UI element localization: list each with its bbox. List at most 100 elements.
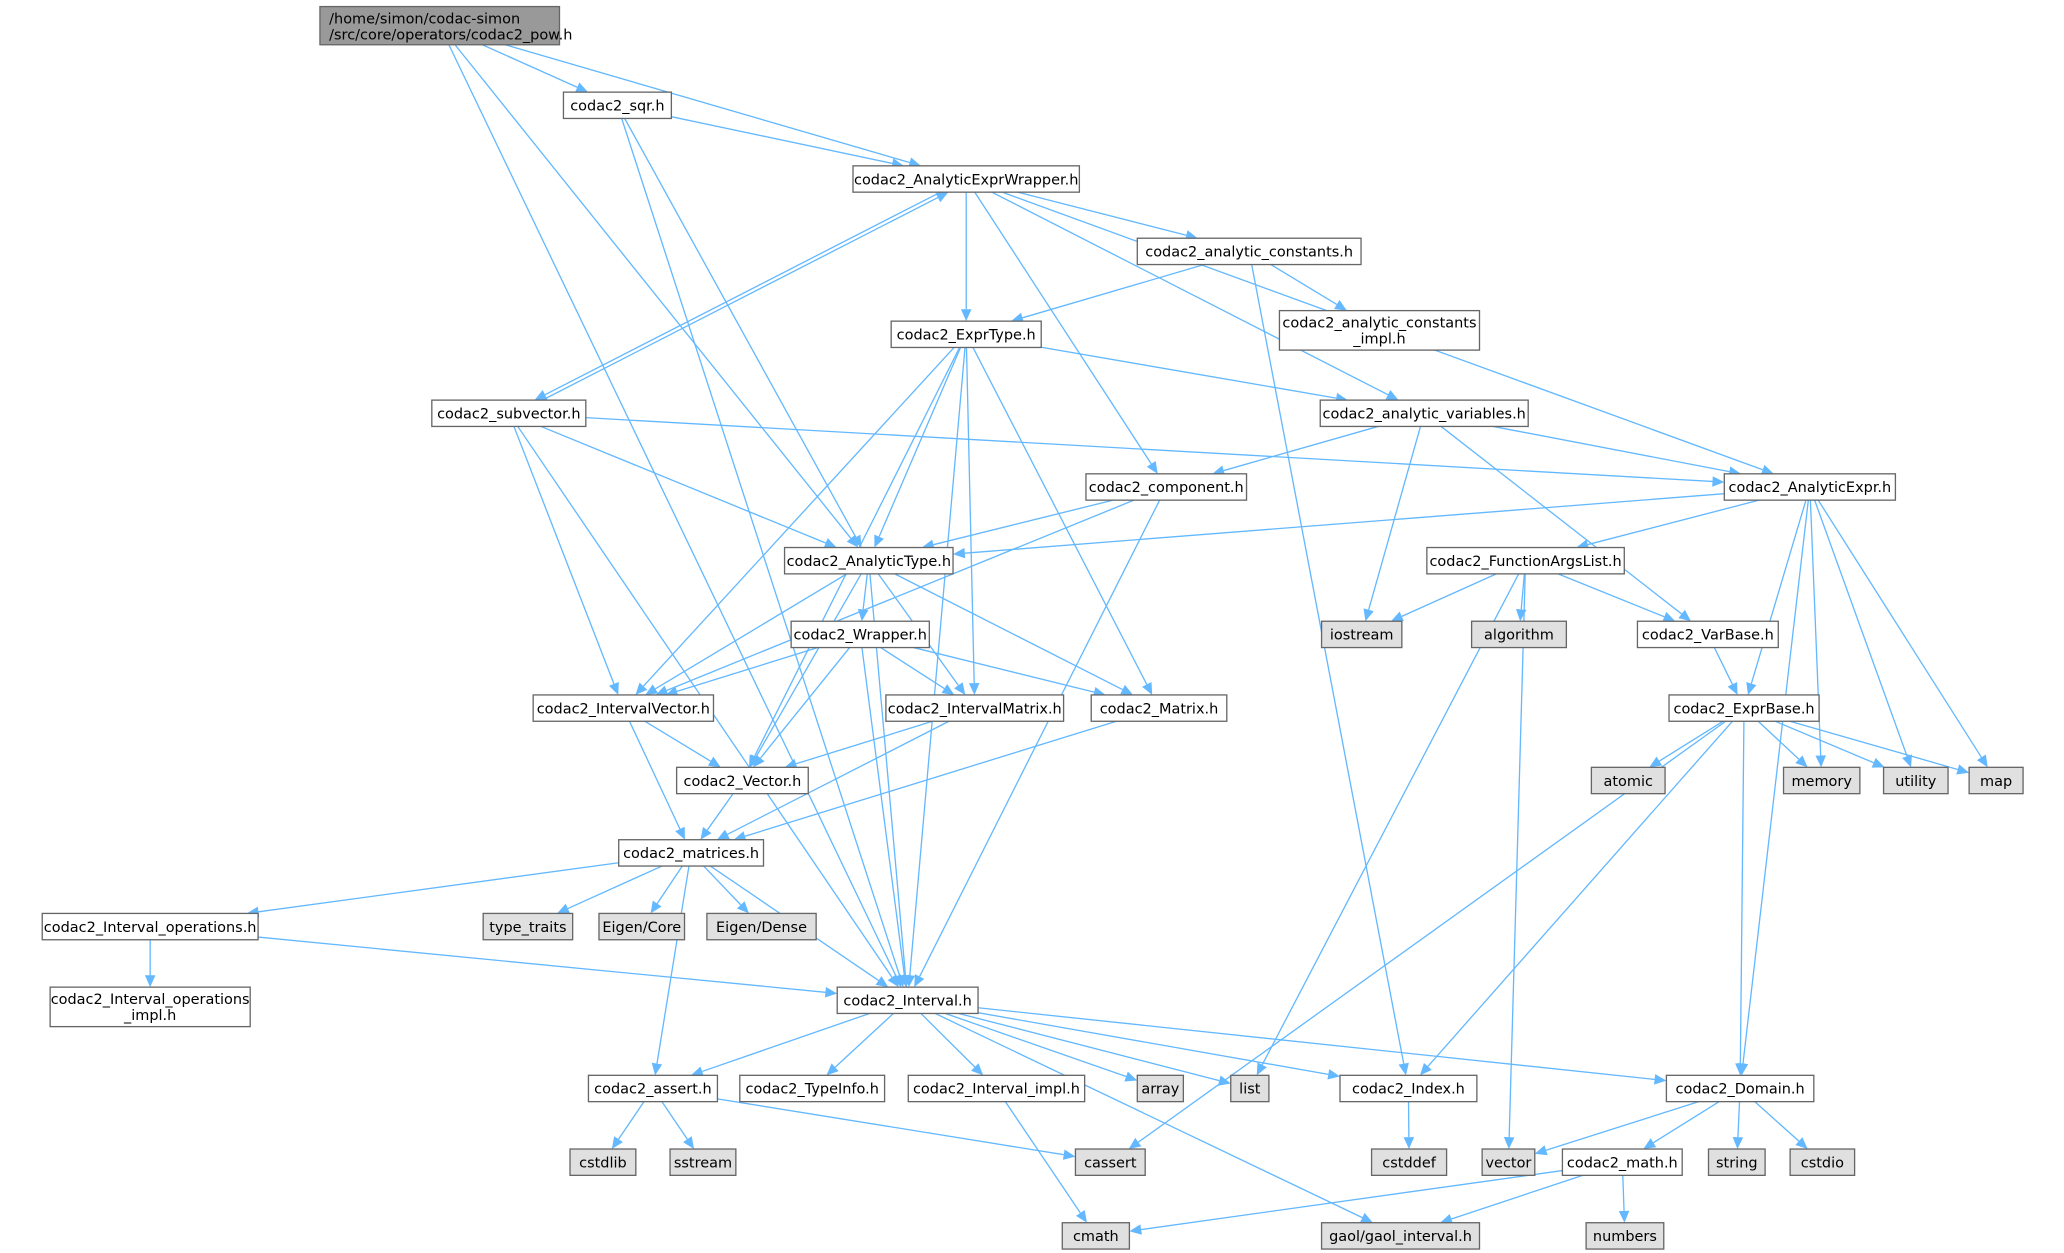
node-index[interactable]: codac2_Index.h	[1339, 1074, 1478, 1103]
node-label: codac2_Vector.h	[684, 774, 802, 790]
node-typeinfo[interactable]: codac2_TypeInfo.h	[739, 1074, 886, 1103]
node-vector_h[interactable]: codac2_Vector.h	[675, 766, 809, 795]
node-matrices[interactable]: codac2_matrices.h	[618, 839, 765, 867]
edge-subvector-to-ivector	[513, 426, 615, 685]
node-fargs[interactable]: codac2_FunctionArgsList.h	[1426, 546, 1625, 575]
edge-varbase-to-exprbase	[1713, 647, 1733, 685]
node-cassert: cassert	[1074, 1148, 1146, 1177]
node-sqr[interactable]: codac2_sqr.h	[562, 91, 673, 120]
arrowhead-icon	[1712, 476, 1725, 487]
node-box	[675, 766, 809, 795]
arrowhead-icon	[874, 534, 884, 548]
arrowhead-icon	[1795, 1137, 1808, 1150]
node-box	[907, 1074, 1086, 1103]
node-ivector[interactable]: codac2_IntervalVector.h	[532, 694, 715, 722]
edge-imatrix-to-matrices	[727, 720, 950, 835]
node-box	[1585, 1222, 1665, 1250]
arrowhead-icon	[575, 82, 589, 93]
edge-component-to-interval	[918, 499, 1161, 977]
node-imatrix[interactable]: codac2_IntervalMatrix.h	[885, 694, 1065, 722]
edge-wrapper-to-ivector	[676, 646, 819, 693]
arrowhead-icon	[635, 682, 648, 695]
node-exprbase[interactable]: codac2_ExprBase.h	[1668, 694, 1820, 722]
arrowhead-icon	[1618, 1210, 1630, 1223]
node-box	[1426, 546, 1625, 575]
edge-aexpr-to-utility	[1813, 499, 1908, 757]
node-box	[598, 912, 686, 941]
node-wrapper[interactable]: codac2_Wrapper.h	[790, 620, 930, 649]
edge-matrices-to-assert	[656, 865, 690, 1064]
arrowhead-icon	[1062, 1149, 1076, 1160]
arrowhead-icon	[1212, 465, 1226, 476]
edge-interval-to-gaol	[934, 1012, 1363, 1219]
arrowhead-icon	[1129, 1224, 1142, 1235]
node-label: map	[1980, 774, 2012, 790]
node-box	[49, 986, 251, 1028]
node-cstdio: cstdio	[1789, 1148, 1856, 1177]
arrowhead-icon	[1075, 1209, 1087, 1223]
node-domain[interactable]: codac2_Domain.h	[1665, 1074, 1815, 1103]
edge-atype-to-matrix	[894, 573, 1123, 691]
arrowhead-icon	[1902, 754, 1912, 768]
edge-fargs-to-algorithm	[1520, 573, 1526, 610]
node-box	[1136, 237, 1362, 266]
arrowhead-icon	[887, 974, 899, 988]
node-label: cstddef	[1382, 1155, 1436, 1171]
edge-aexpr-to-map	[1817, 499, 1982, 758]
edge-matrices-to-type_traits	[567, 865, 663, 910]
node-iimpl[interactable]: codac2_Interval_impl.h	[907, 1074, 1086, 1103]
node-label: Eigen/Core	[602, 920, 681, 936]
node-iopsi[interactable]: codac2_Interval_operations_impl.h	[49, 986, 251, 1028]
node-pow[interactable]: /home/simon/codac-simon/src/core/operato…	[319, 5, 573, 46]
arrowhead-icon	[1256, 1062, 1267, 1076]
node-assert[interactable]: codac2_assert.h	[587, 1074, 719, 1103]
arrowhead-icon	[954, 682, 966, 695]
node-type_traits: type_traits	[482, 912, 574, 941]
edge-aew-to-avars	[991, 191, 1389, 396]
node-box	[1636, 620, 1779, 649]
edge-exprbase-to-domain	[1739, 721, 1745, 1064]
edge-ivector-to-matrices	[628, 720, 681, 830]
node-label: array	[1141, 1082, 1179, 1098]
arrowhead-icon	[1678, 609, 1691, 622]
arrowhead-icon	[826, 1063, 839, 1076]
node-box	[1723, 473, 1897, 501]
node-interval[interactable]: codac2_Interval.h	[836, 986, 979, 1015]
arrowhead-icon	[1871, 757, 1885, 768]
edge-pow-to-sqr	[482, 44, 578, 88]
arrowhead-icon	[914, 974, 925, 988]
arrowhead-icon	[823, 538, 837, 548]
node-box	[1370, 1148, 1448, 1177]
node-label: _impl.h	[1352, 332, 1405, 348]
edge-fargs-to-iostream	[1401, 573, 1497, 617]
node-aconsti[interactable]: codac2_analytic_constants_impl.h	[1278, 309, 1481, 351]
node-component[interactable]: codac2_component.h	[1085, 473, 1248, 501]
node-label: /src/core/operators/codac2_pow.h	[329, 27, 572, 43]
edge-exprbase-to-map	[1789, 720, 1958, 771]
arrowhead-icon	[1956, 764, 1970, 775]
node-avars[interactable]: codac2_analytic_variables.h	[1319, 399, 1529, 428]
edge-domain-to-vector	[1545, 1101, 1699, 1151]
node-aew[interactable]: codac2_AnalyticExprWrapper.h	[852, 165, 1081, 193]
node-iostream: iostream	[1320, 620, 1403, 649]
arrowhead-icon	[1128, 1137, 1142, 1150]
node-label: codac2_assert.h	[594, 1082, 712, 1098]
arrowhead-icon	[144, 975, 156, 988]
node-varbase[interactable]: codac2_VarBase.h	[1636, 620, 1779, 649]
node-matrix[interactable]: codac2_Matrix.h	[1090, 694, 1228, 722]
node-label: codac2_analytic_constants	[1282, 316, 1476, 332]
edge-iops-to-interval	[258, 936, 826, 993]
node-aconst[interactable]: codac2_analytic_constants.h	[1136, 237, 1362, 266]
node-box	[532, 694, 715, 722]
arrowhead-icon	[1420, 1062, 1432, 1076]
arrowhead-icon	[534, 390, 548, 401]
arrowhead-icon	[736, 901, 749, 914]
node-box	[1090, 694, 1228, 722]
node-atype[interactable]: codac2_AnalyticType.h	[783, 546, 954, 575]
node-subvector[interactable]: codac2_subvector.h	[431, 399, 587, 428]
node-iops[interactable]: codac2_Interval_operations.h	[41, 912, 259, 941]
node-aexpr[interactable]: codac2_AnalyticExpr.h	[1723, 473, 1897, 501]
node-math[interactable]: codac2_math.h	[1561, 1148, 1683, 1177]
node-exprtype[interactable]: codac2_ExprType.h	[890, 320, 1042, 349]
node-box	[319, 5, 561, 46]
